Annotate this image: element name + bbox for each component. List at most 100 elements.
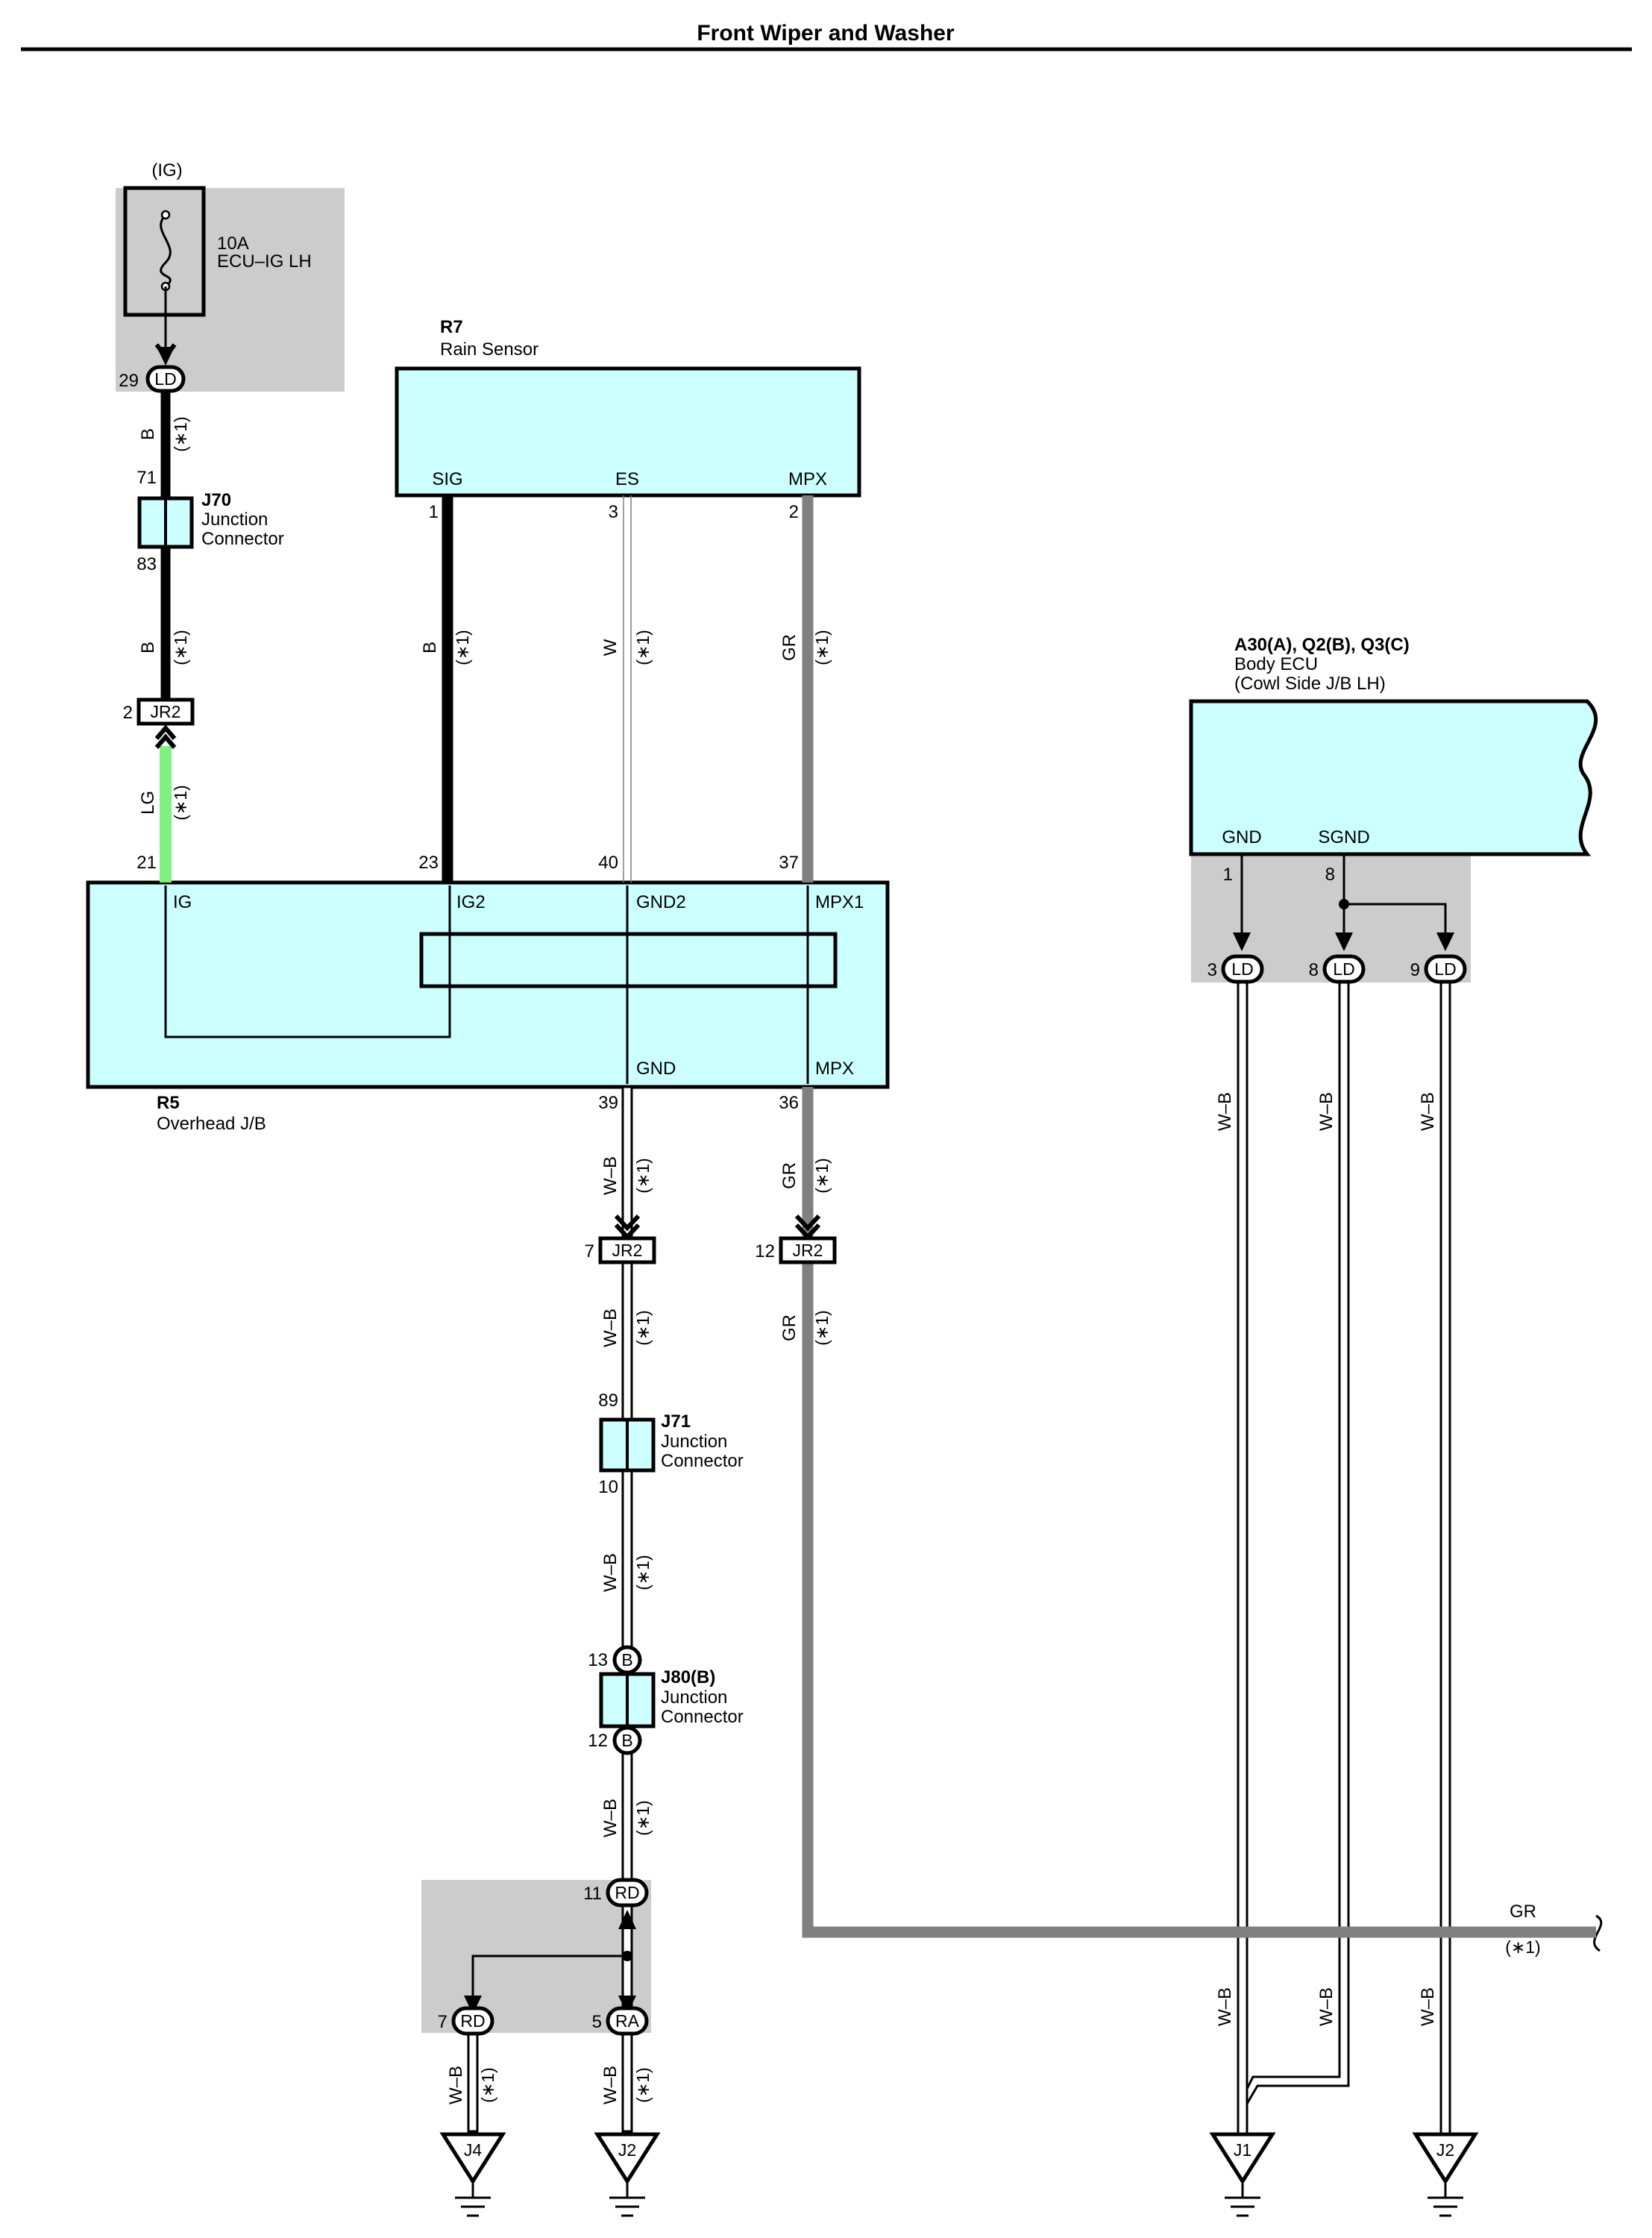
svg-text:GR: GR [1510, 1902, 1536, 1922]
fuse-rating: 10A [217, 233, 249, 254]
svg-text:9: 9 [1410, 960, 1420, 980]
wire-wb-rd7-to-j4 [467, 2031, 479, 2133]
connector-jr2-12: JR2 [779, 1236, 837, 1264]
j70-junction-connector: J70 Junction Connector [137, 490, 284, 549]
svg-text:(∗1): (∗1) [633, 630, 653, 665]
svg-text:Connector: Connector [661, 1707, 744, 1727]
svg-text:(∗1): (∗1) [812, 630, 832, 665]
svg-text:(∗1): (∗1) [633, 1555, 653, 1590]
svg-text:J2: J2 [1436, 2140, 1454, 2160]
svg-text:J80(B): J80(B) [661, 1667, 715, 1687]
connector-ra-5: RA [606, 2006, 649, 2036]
wire-note-labels: (∗1) (∗1) (∗1) (∗1) (∗1) (∗1) (∗1) (∗1) … [171, 416, 1541, 2102]
svg-text:12: 12 [755, 1241, 775, 1261]
fuse-name: ECU–IG LH [217, 251, 312, 272]
connector-rd-7: RD [451, 2006, 494, 2036]
svg-text:LD: LD [1333, 959, 1354, 979]
r5-ig2-label: IG2 [456, 892, 486, 912]
svg-text:3: 3 [609, 502, 618, 522]
wire-wb-gnd-trunk [621, 1085, 633, 2133]
svg-text:RA: RA [615, 2011, 640, 2031]
connector-ld-29: LD [145, 365, 186, 393]
connector-ld-9: LD [1424, 954, 1467, 984]
svg-text:W–B: W–B [1215, 1987, 1235, 2026]
wire-color-labels: B B LG B W GR W–B GR W–B GR W–B W–B W–B … [138, 428, 1536, 2104]
connector-jr2-7: JR2 [598, 1236, 656, 1264]
svg-text:(∗1): (∗1) [812, 1310, 832, 1345]
svg-text:71: 71 [136, 468, 157, 488]
svg-text:7: 7 [438, 2012, 447, 2032]
wire-wb-ld3-to-j1 [1237, 980, 1249, 2136]
wire-gr-mpx-bus [802, 1087, 1596, 1938]
wire-break-icon [1593, 1914, 1603, 1952]
svg-text:2: 2 [123, 703, 133, 723]
j71-junction-connector: J71 Junction Connector [599, 1411, 744, 1473]
wire-wb-ld8-left [1246, 982, 1341, 2090]
svg-text:(∗1): (∗1) [478, 2067, 497, 2102]
svg-text:W–B: W–B [1316, 1092, 1337, 1131]
svg-text:(∗1): (∗1) [453, 630, 472, 665]
r7-name: Rain Sensor [440, 339, 538, 360]
svg-text:7: 7 [585, 1241, 594, 1261]
svg-text:W–B: W–B [600, 1308, 621, 1347]
wire-ecu-sgnd-branch [1344, 903, 1447, 941]
ecu-splice-point [1339, 899, 1349, 909]
svg-text:J70: J70 [201, 490, 231, 510]
svg-text:GR: GR [779, 1314, 800, 1341]
svg-text:(∗1): (∗1) [1505, 1937, 1540, 1957]
body-ecu-name: Body ECU [1234, 654, 1318, 674]
svg-text:(∗1): (∗1) [633, 1158, 653, 1193]
svg-text:Junction: Junction [661, 1432, 727, 1452]
svg-text:37: 37 [779, 853, 799, 873]
svg-text:W–B: W–B [600, 1799, 621, 1837]
connector-ld-8: LD [1322, 954, 1366, 984]
svg-text:W–B: W–B [1316, 1987, 1337, 2026]
svg-text:3: 3 [1207, 960, 1217, 980]
svg-text:B: B [138, 642, 158, 653]
svg-text:Connector: Connector [661, 1451, 744, 1471]
fuse-terminal-top [160, 210, 171, 220]
ground-j4: J4 [439, 2132, 506, 2217]
body-ecu-sgnd-label: SGND [1318, 827, 1369, 847]
svg-text:LD: LD [154, 369, 176, 389]
rain-sensor-box [395, 366, 861, 498]
svg-text:J1: J1 [1234, 2140, 1251, 2160]
r5-mpx-label: MPX [815, 1059, 854, 1079]
svg-text:12: 12 [588, 1731, 608, 1751]
svg-text:11: 11 [583, 1884, 602, 1904]
svg-text:W–B: W–B [1215, 1092, 1235, 1131]
svg-text:W–B: W–B [1418, 1092, 1438, 1131]
svg-text:LG: LG [138, 791, 158, 815]
r5-name: Overhead J/B [157, 1114, 266, 1134]
overhead-jb-ig-link [164, 886, 451, 1038]
svg-text:5: 5 [592, 2012, 602, 2032]
connector-b-13: B [612, 1645, 642, 1675]
svg-text:B: B [420, 642, 440, 653]
wire-wb-ld9-to-j2 [1439, 980, 1451, 2136]
connector-b-12: B [612, 1725, 642, 1755]
r5-ig-label: IG [173, 892, 192, 912]
svg-text:1: 1 [1223, 865, 1233, 885]
svg-text:(∗1): (∗1) [633, 1310, 653, 1345]
svg-text:(∗1): (∗1) [171, 630, 190, 665]
svg-text:W–B: W–B [600, 1156, 621, 1195]
connector-jr2-2: JR2 [136, 698, 195, 726]
svg-text:W–B: W–B [600, 1553, 621, 1592]
r7-code: R7 [440, 317, 463, 337]
svg-text:(∗1): (∗1) [812, 1158, 832, 1193]
wire-junction-branch [471, 1955, 627, 2007]
svg-text:2: 2 [789, 502, 799, 522]
svg-text:W–B: W–B [1418, 1987, 1438, 2026]
wire-wb-ld8-right [1246, 982, 1350, 2104]
svg-text:83: 83 [136, 554, 157, 574]
svg-text:39: 39 [598, 1093, 618, 1113]
svg-text:W–B: W–B [446, 2066, 466, 2104]
r7-sig-label: SIG [432, 469, 462, 489]
svg-text:LD: LD [1434, 959, 1456, 979]
svg-text:(∗1): (∗1) [633, 2067, 653, 2102]
j80-junction-connector: J80(B) Junction Connector [599, 1667, 744, 1728]
svg-text:B: B [621, 1650, 632, 1670]
svg-text:J2: J2 [618, 2140, 636, 2160]
connector-arrowheads [157, 347, 1454, 2014]
svg-text:W–B: W–B [600, 2066, 621, 2104]
